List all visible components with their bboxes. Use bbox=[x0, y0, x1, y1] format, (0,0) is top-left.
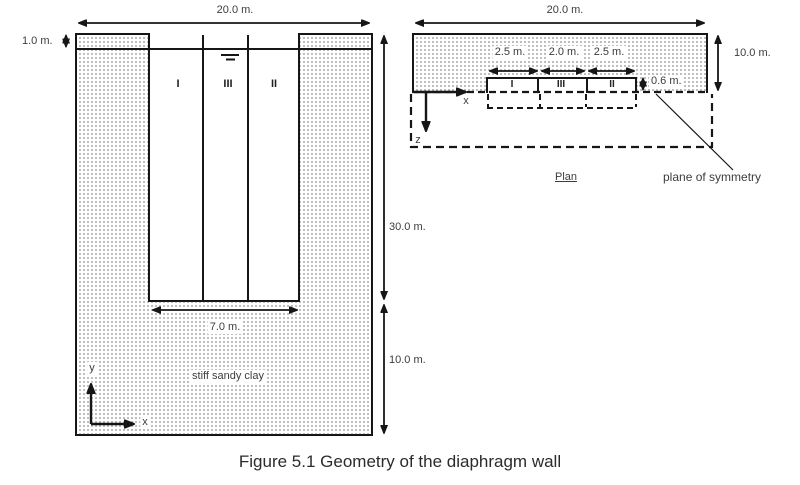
plan-view-title: Plan bbox=[554, 171, 578, 183]
plan-depth-dim-label: 10.0 m. bbox=[734, 47, 771, 59]
elevation-base-depth-dim-label: 10.0 m. bbox=[389, 354, 426, 366]
plan-z-axis-label: z bbox=[415, 134, 421, 146]
elevation-y-axis-label: y bbox=[87, 362, 97, 375]
plan-segment1-dim-label: 2.5 m. bbox=[492, 46, 528, 59]
elevation-panel-divider-2 bbox=[247, 35, 249, 300]
excavation-width-dim-label: 7.0 m. bbox=[207, 321, 243, 334]
elevation-x-axis-label: x bbox=[140, 416, 150, 429]
plan-segment3-dim-label: 2.5 m. bbox=[591, 46, 627, 59]
plan-thickness-dim-label: 0.6 m. bbox=[649, 75, 684, 88]
plan-panel-label-2: II bbox=[609, 79, 615, 90]
elevation-wall-panels bbox=[148, 33, 300, 302]
elevation-panel-label-3: III bbox=[223, 78, 233, 90]
soil-type-label: stiff sandy clay bbox=[190, 370, 266, 383]
elevation-surface-dim-label: 1.0 m. bbox=[22, 35, 53, 47]
plan-wall-strip bbox=[486, 77, 637, 93]
plan-panel-divider-1 bbox=[537, 79, 539, 93]
plan-width-dim-label: 20.0 m. bbox=[546, 4, 584, 16]
elevation-panel-label-2: II bbox=[270, 78, 278, 90]
elevation-width-dim-label: 20.0 m. bbox=[216, 4, 254, 16]
plan-mirror-soil-dashed-outline bbox=[409, 94, 714, 149]
elevation-wall-depth-dim-label: 30.0 m. bbox=[389, 221, 426, 233]
symmetry-leader-line bbox=[655, 93, 734, 171]
plan-panel-label-1: I bbox=[510, 79, 514, 90]
plan-mirror-wall-dashed bbox=[487, 94, 637, 109]
elevation-panel-divider-1 bbox=[202, 35, 204, 300]
figure-caption: Figure 5.1 Geometry of the diaphragm wal… bbox=[238, 452, 562, 471]
plan-panel-label-3: III bbox=[556, 79, 566, 90]
ground-surface-line bbox=[77, 48, 371, 50]
plan-x-axis-label: x bbox=[463, 95, 469, 107]
plane-of-symmetry-label: plane of symmetry bbox=[663, 170, 762, 184]
plan-panel-divider-2 bbox=[586, 79, 588, 93]
elevation-panel-label-1: I bbox=[176, 78, 180, 90]
plan-segment2-dim-label: 2.0 m. bbox=[546, 46, 582, 59]
